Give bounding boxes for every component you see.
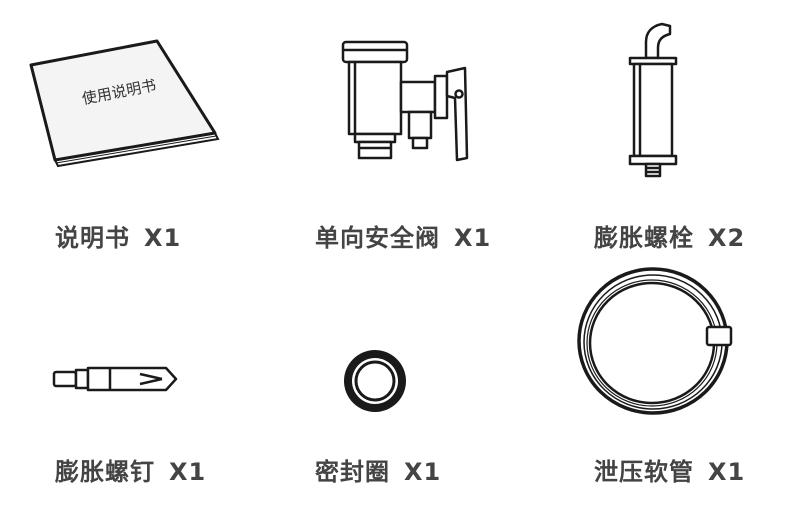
safety-valve-icon [341, 40, 469, 162]
relief-hose-icon [577, 267, 733, 415]
item-quantity: X1 [144, 224, 182, 252]
item-label: 膨胀螺钉 [55, 458, 155, 486]
sealing-ring-icon [344, 350, 406, 412]
item-caption: 单向安全阀 X1 [315, 218, 491, 253]
item-label: 泄压软管 [594, 458, 694, 486]
item-label: 说明书 [55, 224, 130, 252]
item-caption: 密封圈 X1 [315, 452, 441, 487]
item-quantity: X2 [708, 224, 746, 252]
item-quantity: X1 [454, 224, 492, 252]
item-quantity: X1 [708, 458, 746, 486]
item-quantity: X1 [404, 458, 442, 486]
item-label: 单向安全阀 [315, 224, 440, 252]
manual-book-icon: 使用说明书 [29, 39, 220, 168]
item-caption: 说明书 X1 [55, 218, 181, 253]
expansion-screw-icon [52, 366, 178, 392]
item-label: 密封圈 [315, 458, 390, 486]
expansion-bolt-icon [628, 22, 678, 178]
item-caption: 膨胀螺钉 X1 [55, 452, 206, 487]
item-quantity: X1 [169, 458, 207, 486]
item-label: 膨胀螺栓 [594, 224, 694, 252]
item-caption: 泄压软管 X1 [594, 452, 745, 487]
item-caption: 膨胀螺栓 X2 [594, 218, 745, 253]
